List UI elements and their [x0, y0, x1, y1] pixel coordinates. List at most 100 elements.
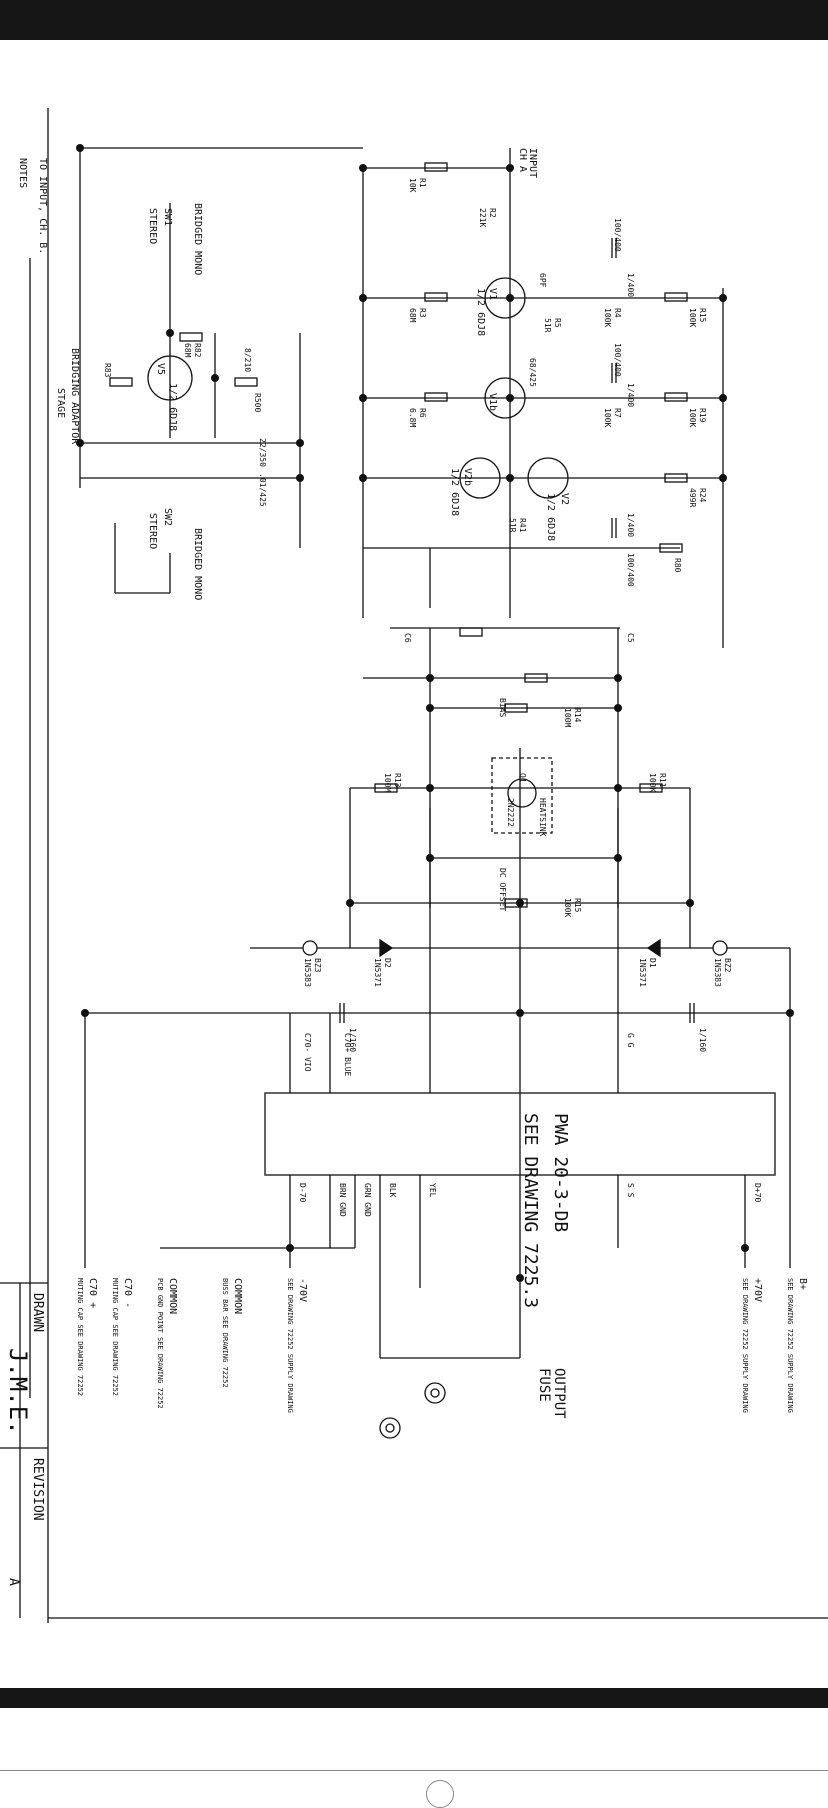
r25-ref: R19 — [698, 408, 707, 423]
tube-v1-label: V1 — [487, 288, 498, 300]
bz2-part: 1N5383 — [713, 958, 722, 987]
c81-value: 22/350 — [258, 438, 267, 467]
bz3-ref: BZ3 — [313, 958, 322, 973]
r41-ref: R41 — [518, 518, 527, 533]
output-jack-1 — [424, 1382, 446, 1404]
resistor-r6 — [424, 392, 448, 402]
title-revision-value: A — [6, 1578, 21, 1586]
diodes — [302, 938, 728, 958]
pwa-label-line-2: SEE DRAWING 7225.3 — [520, 1113, 541, 1308]
c8-value: 1/160 — [348, 1028, 357, 1052]
tube-v5-label: V5 — [155, 363, 166, 375]
r6-value: 6.8M — [408, 408, 417, 427]
input-label: INPUT — [527, 148, 538, 178]
supply-b-plus-note: SEE DRAWING 72252 SUPPLY DRAWING — [786, 1278, 794, 1413]
supply-c70-minus: C70 - — [122, 1278, 133, 1308]
schematic-drawing: NOTES TO INPUT, CH. B. BRIDGING ADAPTOR … — [0, 108, 828, 1623]
c82-value: .01/425 — [258, 473, 267, 507]
r26-value: 499R — [688, 488, 697, 507]
r15-ref: R14 — [573, 708, 582, 723]
connector-s: S S — [626, 1183, 635, 1198]
supply-plus-70-note: SEE DRAWING 72252 SUPPLY DRAWING — [741, 1278, 749, 1413]
title-revision-label: REVISION — [30, 1458, 45, 1521]
resistor-bias-pot — [504, 703, 528, 713]
r80-ref: R82 — [193, 343, 202, 358]
connector-d-plus-70: D+70 — [753, 1183, 762, 1202]
connector-c70-minus: C70- VIO — [303, 1033, 312, 1072]
r3-ref: R3 — [418, 308, 427, 318]
r13-ref: R11 — [658, 773, 667, 788]
sw1-bridged-label: BRIDGED MONO — [192, 203, 203, 275]
r5-value: 51R — [543, 318, 552, 333]
r4-ref: R4 — [613, 308, 622, 318]
tube-v5-type: 1/2 6DJ8 — [167, 383, 178, 431]
r13-value: 100K — [648, 773, 657, 792]
supply-common-bus-note: BUSS BAR SEE DRAWING 72252 — [221, 1278, 229, 1388]
input-channel-label: CH A — [517, 148, 528, 172]
bias-label: BIAS — [498, 698, 507, 717]
q1-ref: Q1 — [518, 773, 527, 783]
r83-ref: R80 — [673, 558, 682, 573]
connector-c70-plus: C70+ BLUE — [343, 1033, 352, 1077]
r1-ref: R1 — [418, 178, 427, 188]
zener-bz3 — [302, 940, 318, 956]
r14-ref: R13 — [393, 773, 402, 788]
title-drawn-by: J.M.E. — [4, 1348, 32, 1435]
sw1-label: SW1 — [162, 208, 173, 226]
supply-minus-70-note: SEE DRAWING 72252 SUPPLY DRAWING — [286, 1278, 294, 1413]
sw1-stereo-label: STEREO — [147, 208, 158, 244]
tube-v2b — [459, 457, 501, 499]
tube-v2 — [527, 457, 569, 499]
r7-value: 100K — [603, 408, 612, 427]
junction-dots — [76, 144, 794, 1282]
page-indicator-icon[interactable] — [426, 1780, 454, 1808]
c12-value: 1/400 — [626, 273, 635, 297]
title-drawn-label: DRAWN — [30, 1293, 45, 1332]
resistor-r83 — [659, 543, 683, 553]
c80-value: 8/210 — [243, 348, 252, 372]
d1-part: 1N5371 — [638, 958, 647, 987]
r25-value: 100K — [688, 408, 697, 427]
heatsink-box — [491, 757, 553, 834]
diode-d2 — [379, 938, 394, 958]
supply-minus-70: -70V — [297, 1278, 308, 1302]
resistor-r25 — [664, 392, 688, 402]
heatsink-label: HEATSINK — [538, 798, 547, 837]
d2-ref: D2 — [383, 958, 392, 968]
output-label: OUTPUT — [551, 1368, 567, 1419]
resistor-r84 — [234, 377, 258, 387]
bz3-part: 1N5383 — [303, 958, 312, 987]
dc-offset-label: DC OFFSET — [498, 868, 507, 912]
pwa-label-line-1: PWA 20-3-DB — [550, 1113, 571, 1232]
schematic-sheet: NOTES TO INPUT, CH. B. BRIDGING ADAPTOR … — [0, 108, 828, 1623]
c2-value: 6PF — [538, 273, 547, 288]
top-black-bar — [0, 0, 828, 40]
r4-value: 100K — [603, 308, 612, 327]
r80-value: 68M — [183, 343, 192, 358]
resistor-r26 — [664, 473, 688, 483]
transistor-q1 — [507, 778, 537, 808]
resistor-r14 — [374, 783, 398, 793]
r14-value: 100M — [383, 773, 392, 792]
r5-ref: R5 — [553, 318, 562, 328]
tube-v2b-type: 1/2 6DJ8 — [449, 468, 460, 516]
connector-grn: GRN GND — [363, 1183, 372, 1217]
c7-value: 1/160 — [698, 1028, 707, 1052]
r41-value: 51R — [508, 518, 517, 533]
tube-v1b-label: V1b — [487, 393, 498, 411]
c13-value: 100/400 — [613, 343, 622, 377]
sw2-label: SW2 — [162, 508, 173, 526]
r82-ref: R83 — [103, 363, 112, 378]
bottom-black-bar — [0, 1688, 828, 1708]
resistor-r43 — [459, 627, 483, 637]
resistor-r24 — [664, 292, 688, 302]
r3-value: 68M — [408, 308, 417, 323]
c3-value: 68/425 — [528, 358, 537, 387]
zener-bz2 — [712, 940, 728, 956]
resistor-r82 — [109, 377, 133, 387]
resistor-dc-offset — [504, 898, 528, 908]
r19-ref: R15 — [573, 898, 582, 913]
r2-value: 221K — [478, 208, 487, 227]
supply-c70-plus: C70 + — [87, 1278, 98, 1308]
q1-part: 2N2222 — [506, 798, 515, 827]
